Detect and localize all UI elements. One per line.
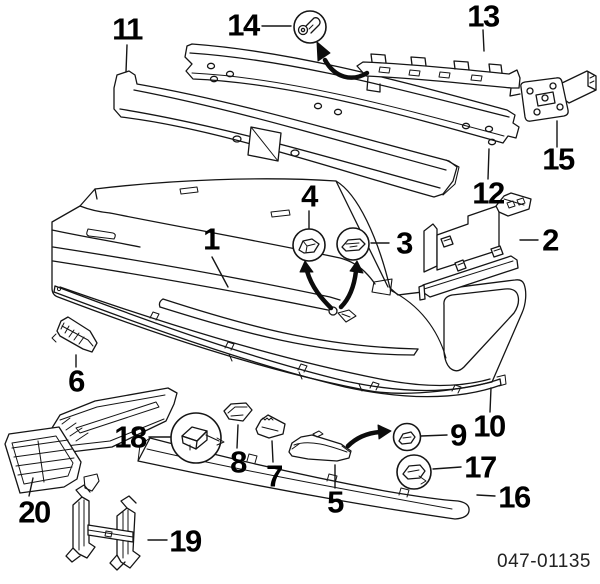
- callout-part-15: 15: [542, 141, 575, 177]
- clip-circle-part9: [392, 422, 422, 452]
- washer-nozzle-circle-part18: [170, 412, 225, 464]
- trim-part6: [51, 316, 98, 353]
- callout-part-9: 9: [450, 417, 467, 453]
- callout-part-20: 20: [18, 494, 51, 530]
- arrow-to-part4: [299, 260, 334, 311]
- callout-part-5: 5: [327, 484, 344, 520]
- spoiler-part16: [51, 387, 470, 520]
- carrier-beam-part11: [113, 70, 460, 198]
- callout-part-3: 3: [396, 225, 413, 261]
- clip-circle-part17: [396, 454, 432, 490]
- fog-cover-part5: [288, 430, 352, 462]
- arrow-to-part9: [345, 424, 392, 449]
- mounting-bracket-part19: [65, 484, 141, 571]
- callout-part-18: 18: [114, 419, 147, 455]
- callout-part-16: 16: [498, 479, 531, 515]
- clip-circle-part3: [336, 227, 370, 261]
- side-bracket-part2: [418, 192, 532, 301]
- tow-bracket-part15: [520, 70, 597, 122]
- leader-lines: [28, 25, 558, 541]
- figure-code: 047-01135: [497, 551, 591, 572]
- clip-circle-part4: [292, 228, 326, 262]
- callout-part-2: 2: [542, 222, 559, 258]
- screw-circle-part14: [293, 10, 327, 44]
- callout-part-14: 14: [227, 7, 260, 43]
- arrow-to-part14: [316, 41, 370, 80]
- callout-part-12: 12: [472, 175, 505, 211]
- callout-part-19: 19: [169, 523, 202, 559]
- arrow-to-part3: [338, 260, 364, 310]
- bracket-rail-part13: [356, 53, 521, 97]
- cover-part8: [223, 402, 253, 422]
- callout-part-7: 7: [266, 458, 283, 494]
- molding-strip-part10: [53, 285, 507, 398]
- callout-part-17: 17: [464, 449, 497, 485]
- callout-part-8: 8: [230, 444, 247, 480]
- callout-part-6: 6: [68, 363, 85, 399]
- callout-part-11: 11: [112, 11, 143, 47]
- bracket-part7: [255, 414, 286, 439]
- callout-part-4: 4: [301, 178, 318, 214]
- callout-part-1: 1: [203, 221, 220, 257]
- callout-part-13: 13: [467, 0, 500, 34]
- callout-part-10: 10: [473, 408, 506, 444]
